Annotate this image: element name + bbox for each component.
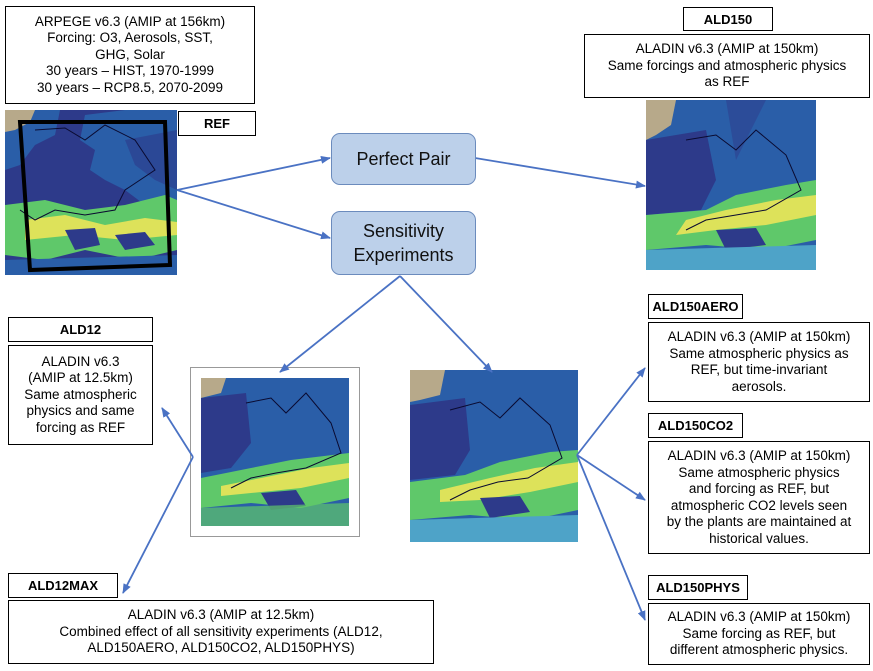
arrow-map-aero [576, 367, 646, 456]
ald12-map-image [191, 368, 359, 536]
ald12max-description-box: ALADIN v6.3 (AMIP at 12.5km) Combined ef… [8, 600, 434, 664]
ref-line-3: GHG, Solar [95, 46, 165, 62]
ald150aero-line-1: ALADIN v6.3 (AMIP at 150km) [667, 329, 851, 344]
sensitivity-experiments-box: Sensitivity Experiments [331, 211, 476, 275]
ald150-line-3: as REF [704, 74, 750, 90]
ald150phys-tag: ALD150PHYS [648, 575, 748, 600]
perfect-pair-box: Perfect Pair [331, 133, 476, 185]
ref-description-box: ARPEGE v6.3 (AMIP at 156km) Forcing: O3,… [5, 6, 255, 104]
ref-line-2: Forcing: O3, Aerosols, SST, [47, 30, 213, 46]
ald150co2-tag: ALD150CO2 [648, 413, 743, 438]
ald150-sens-map-image [410, 370, 578, 542]
arrow-map-ald12 [161, 407, 194, 458]
ald150-map [646, 100, 816, 270]
ald12max-tag: ALD12MAX [8, 573, 118, 598]
ald12-tag: ALD12 [8, 317, 153, 342]
ald12-description-box: ALADIN v6.3 (AMIP at 12.5km) Same atmosp… [8, 345, 153, 445]
ald12max-line-2: Combined effect of all sensitivity exper… [59, 623, 383, 639]
ald150co2-line-5: by the plants are maintained at [666, 514, 852, 529]
ald12max-line-1: ALADIN v6.3 (AMIP at 12.5km) [127, 607, 315, 623]
ald150phys-line-1: ALADIN v6.3 (AMIP at 150km) [667, 609, 851, 625]
ald150-description-box: ALADIN v6.3 (AMIP at 150km) Same forcing… [584, 34, 870, 98]
arrow-sens-ald12-map [279, 275, 401, 373]
ald150co2-line-1: ALADIN v6.3 (AMIP at 150km) [667, 448, 851, 463]
ref-tag: REF [178, 111, 256, 136]
ald12-line-3: Same atmospheric [24, 386, 137, 402]
ald12max-line-3: ALD150AERO, ALD150CO2, ALD150PHYS) [87, 640, 355, 656]
ald150aero-line-2: Same atmospheric physics as [669, 345, 849, 361]
ald150co2-description-box: ALADIN v6.3 (AMIP at 150km) Same atmosph… [648, 441, 870, 554]
ald150aero-description-box: ALADIN v6.3 (AMIP at 150km) Same atmosph… [648, 322, 870, 402]
sensitivity-line-2: Experiments [353, 245, 454, 265]
ald150phys-line-2: Same forcing as REF, but [682, 625, 836, 641]
ald150-line-2: Same forcings and atmospheric physics [607, 57, 847, 73]
ald12-line-5: forcing as REF [35, 419, 126, 435]
arrow-ref-perfect-pair [176, 155, 331, 191]
ref-line-4: 30 years – HIST, 1970-1999 [45, 63, 215, 79]
ref-map [5, 110, 177, 275]
arrow-ref-sensitivity [176, 189, 331, 240]
sensitivity-line-1: Sensitivity [362, 221, 445, 241]
ald12-line-4: physics and same [26, 403, 135, 419]
perfect-pair-label: Perfect Pair [356, 149, 451, 169]
ref-line-1: ARPEGE v6.3 (AMIP at 156km) [34, 13, 226, 29]
ald150-map-image [646, 100, 816, 270]
ald150-line-1: ALADIN v6.3 (AMIP at 150km) [635, 41, 819, 57]
ald150aero-line-4: aerosols. [731, 378, 787, 394]
ald150phys-line-3: different atmospheric physics. [669, 642, 849, 658]
ald150-sens-map [410, 370, 578, 542]
ald150co2-line-2: Same atmospheric physics [678, 464, 840, 480]
ald12-line-2: (AMIP at 12.5km) [28, 370, 133, 386]
arrow-sens-ald150-map [399, 275, 493, 373]
ref-line-5: 30 years – RCP8.5, 2070-2099 [36, 79, 224, 95]
ald150co2-line-6: historical values. [709, 530, 809, 546]
ald12-map [190, 367, 360, 537]
arrow-map-co2 [576, 454, 646, 501]
ref-map-image [5, 110, 177, 275]
ald150co2-line-3: and forcing as REF, but [688, 481, 830, 496]
ald150phys-description-box: ALADIN v6.3 (AMIP at 150km) Same forcing… [648, 603, 870, 665]
arrow-map-phys [576, 454, 646, 621]
ald150-tag: ALD150 [683, 7, 773, 31]
ald150aero-line-3: REF, but time-invariant [690, 362, 828, 377]
ald12-line-1: ALADIN v6.3 [41, 353, 120, 369]
arrow-perfect-pair-ald150 [474, 157, 646, 189]
arrow-map-ald12max [122, 456, 194, 594]
ald150co2-line-4: atmospheric CO2 levels seen [670, 497, 848, 513]
ald150aero-tag: ALD150AERO [648, 294, 743, 319]
